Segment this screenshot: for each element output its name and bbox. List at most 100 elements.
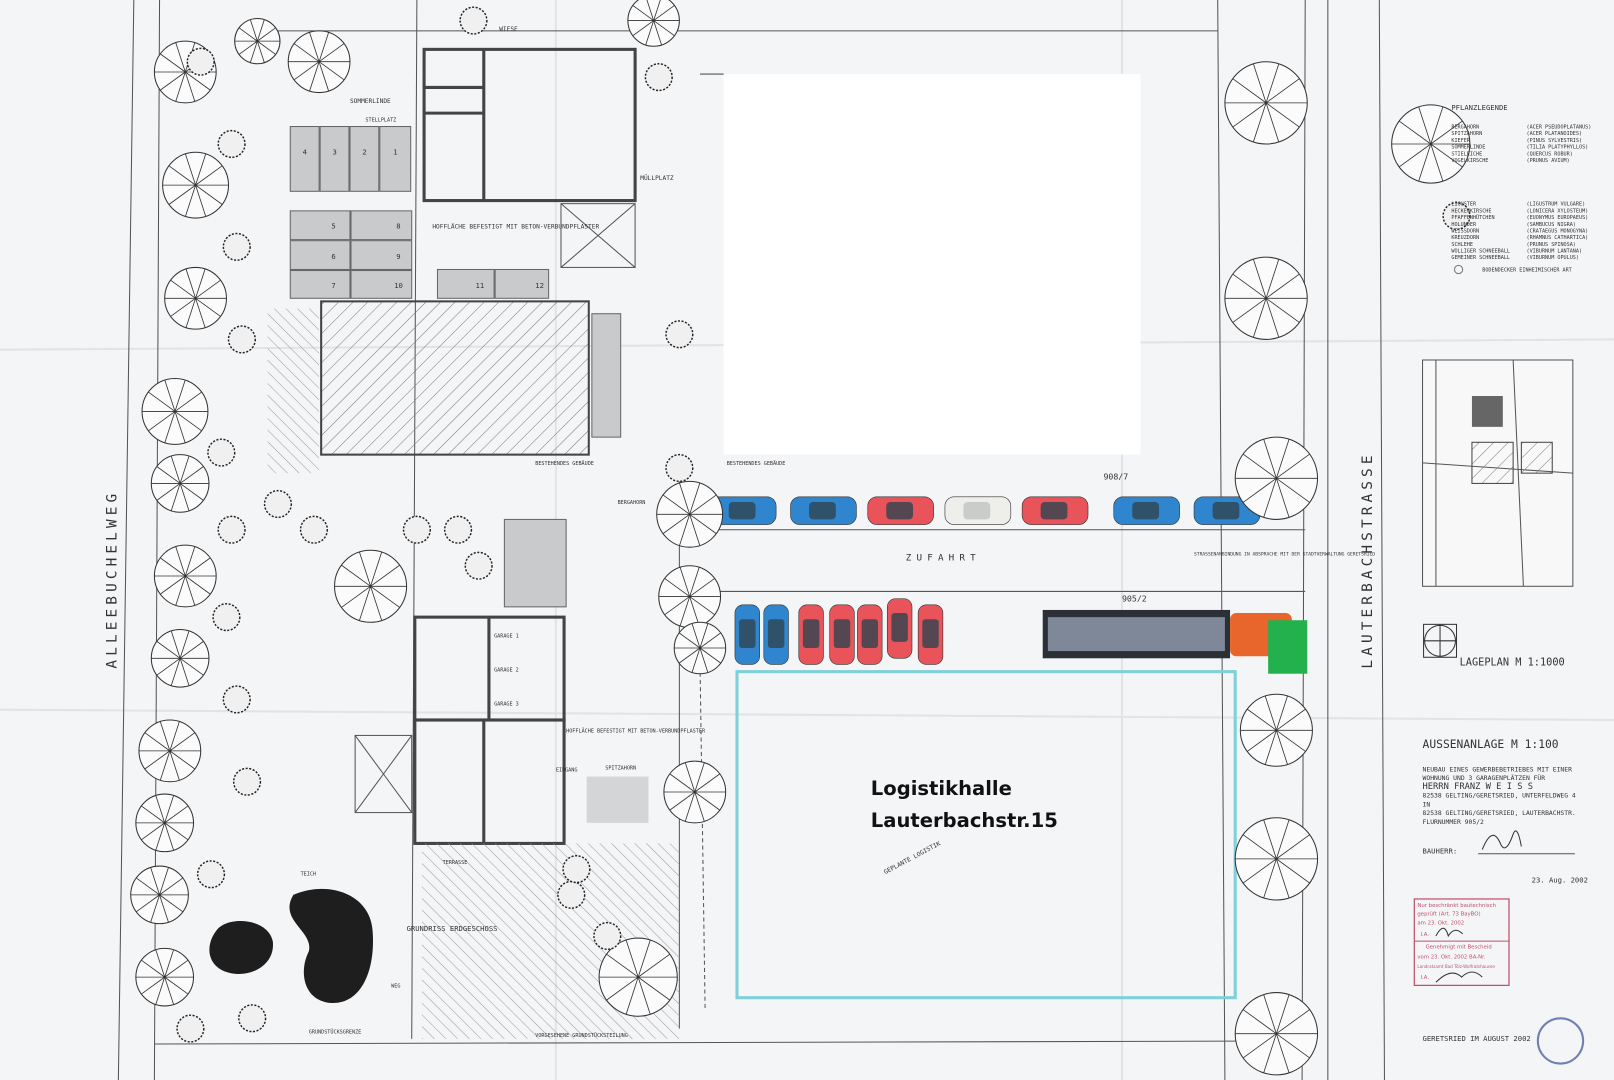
label-hofflaeche-top: HOFFLÄCHE BEFESTIGT MIT BETON-VERBUNDPFL… <box>432 221 599 230</box>
green-patch <box>1268 620 1308 674</box>
footer-date: GERETSRIED IM AUGUST 2002 <box>1423 1034 1531 1043</box>
label-garage-3: GARAGE 3 <box>494 702 519 708</box>
label-terrasse: TERRASSE <box>443 860 468 866</box>
parking-grid <box>289 126 622 438</box>
tree-icon <box>1391 104 1471 184</box>
legend-shrub-name: HECKENKIRSCHE <box>1451 208 1491 214</box>
tree-icon <box>334 549 408 623</box>
pond-large <box>289 888 374 1004</box>
tree-icon <box>1234 436 1319 520</box>
existing-building-top <box>422 47 637 268</box>
logistics-hall-outline <box>735 670 1237 1000</box>
shrub-icon <box>644 63 673 92</box>
shrub-icon <box>459 6 488 35</box>
label-grundstuecksgrenze: GRUNDSTÜCKSGRENZE <box>309 1029 361 1036</box>
car <box>867 496 934 525</box>
shrub-icon <box>402 515 431 544</box>
legend-tree-latin: (ACER PLATANOIDES) <box>1527 131 1583 137</box>
svg-text:6: 6 <box>331 252 335 261</box>
legend-shrub-name: PFAFFENHÜTCHEN <box>1451 214 1494 221</box>
label-teich: TEICH <box>301 871 316 877</box>
tree-icon <box>598 937 678 1017</box>
title-block-line: NEUBAU EINES GEWERBEBETRIEBES MIT EINER <box>1423 765 1573 773</box>
location-map <box>1422 359 1574 587</box>
title-block-line: 82538 GELTING/GERETSRIED, LAUTERBACHSTR. <box>1423 809 1576 817</box>
shrub-icon <box>186 47 215 76</box>
car <box>1113 496 1180 525</box>
label-zufahrt: ZUFAHRT <box>906 553 981 564</box>
legend-tree-latin: (TILIA PLATYPHYLLOS) <box>1527 145 1589 151</box>
svg-text:Landratsamt Bad Tölz-Wolfratsh: Landratsamt Bad Tölz-Wolfratshausen <box>1417 964 1495 969</box>
pond-small <box>209 920 274 975</box>
date-small: 23. Aug. 2002 <box>1532 876 1588 885</box>
title-block-line: FLURNUMMER 905/2 <box>1423 818 1484 826</box>
legend-tree-name: VOGELKIRSCHE <box>1451 158 1488 164</box>
legend-shrub-latin: (LONICERA XYLOSTEUM) <box>1527 208 1589 214</box>
shrub-icon <box>217 515 246 544</box>
bauherr-signature <box>1481 830 1522 850</box>
shrub-icon <box>593 921 622 951</box>
shrub-icon <box>207 438 236 467</box>
shrub-icon <box>227 325 256 354</box>
tree-icon <box>1239 693 1313 767</box>
label-garage-1: GARAGE 1 <box>494 634 519 640</box>
label-garage-2: GARAGE 2 <box>494 668 519 674</box>
tree-icon <box>234 18 281 65</box>
trees <box>130 0 1471 1076</box>
shrub-icon <box>176 1014 205 1043</box>
label-strassenanbindung: STRASSENANBINDUNG IN ABSPRACHE MIT DER S… <box>1194 551 1375 557</box>
plant-legend: PFLANZLEGENDE BERGAHORN(ACER PSEUDOPLATA… <box>1451 103 1592 275</box>
shrub-icon <box>665 453 694 483</box>
shrub-icon <box>196 860 226 889</box>
aussenanlage-label: AUSSENANLAGE M 1:100 <box>1423 738 1559 751</box>
shrub-icon <box>443 515 473 544</box>
lageplan-label: LAGEPLAN M 1:1000 <box>1460 656 1565 668</box>
legend-shrub-name: HOLUNDER <box>1451 222 1477 228</box>
legend-shrub-latin: (EUONYMUS EUROPAEUS) <box>1527 215 1589 221</box>
car <box>917 604 944 665</box>
tree-icon <box>627 0 680 47</box>
label-vorgesehene: VORGESEHENE GRUNDSTÜCKSTEILUNG <box>535 1032 628 1039</box>
shrub-icon <box>299 515 329 544</box>
legend-ground: BODENDECKER EINHEIMISCHER ART <box>1482 268 1572 274</box>
legend-tree-name: KIEFER <box>1451 138 1470 144</box>
shrub-icon <box>263 489 293 519</box>
svg-text:1: 1 <box>393 147 397 156</box>
svg-text:9: 9 <box>396 252 400 261</box>
redacted-area <box>723 74 1141 455</box>
tree-icon <box>141 377 209 445</box>
shrub-icon <box>212 603 241 632</box>
hatched-area-left <box>267 308 320 474</box>
legend-shrub-name: WOLLIGER SCHNEEBALL <box>1451 249 1510 255</box>
label-bergahorn: BERGAHORN <box>618 500 646 506</box>
legend-tree-latin: (QUERCUS ROBUR) <box>1527 151 1573 157</box>
shrub-icon <box>222 232 251 261</box>
svg-text:am 23. Okt. 2002: am 23. Okt. 2002 <box>1417 921 1464 927</box>
shrub-icon <box>222 685 251 714</box>
title-block-line: WOHNUNG UND 3 GARAGENPLÄTZEN FÜR <box>1423 773 1546 782</box>
svg-text:5: 5 <box>331 221 335 230</box>
shrub-icon <box>232 767 262 796</box>
legend-shrub-name: GEMEINER SCHNEEBALL <box>1451 255 1510 261</box>
svg-text:7: 7 <box>331 281 335 290</box>
svg-text:geprüft (Art. 73 BayBO): geprüft (Art. 73 BayBO) <box>1417 911 1480 917</box>
legend-shrub-latin: (VIBURNUM LANTANA) <box>1527 249 1583 255</box>
tree-icon <box>150 454 210 513</box>
legend-tree-latin: (ACER PSEUDOPLATANUS) <box>1527 125 1592 131</box>
car <box>857 604 883 665</box>
tree-icon <box>164 266 227 330</box>
tree-icon <box>1224 256 1308 340</box>
tree-icon <box>663 760 727 824</box>
tree-icon <box>135 947 195 1007</box>
legend-tree-name: SPITZAHORN <box>1451 131 1482 137</box>
existing-building-hatched <box>320 300 590 456</box>
svg-text:Genehmigt mit Bescheid: Genehmigt mit Bescheid <box>1426 944 1492 950</box>
hall-name: Logistikhalle <box>871 777 1012 800</box>
tree-icon <box>138 719 202 783</box>
title-block-line: 82538 GELTING/GERETSRIED, UNTERFELDWEG 4 <box>1423 792 1576 800</box>
label-parcel-905-2: 905/2 <box>1122 594 1147 604</box>
shrub-icon <box>1442 201 1471 231</box>
label-bestehendes-gebaeude: BESTEHENDES GEBÄUDE <box>535 460 594 467</box>
legend-title: PFLANZLEGENDE <box>1451 103 1507 112</box>
title-block-line: IN <box>1423 800 1431 808</box>
